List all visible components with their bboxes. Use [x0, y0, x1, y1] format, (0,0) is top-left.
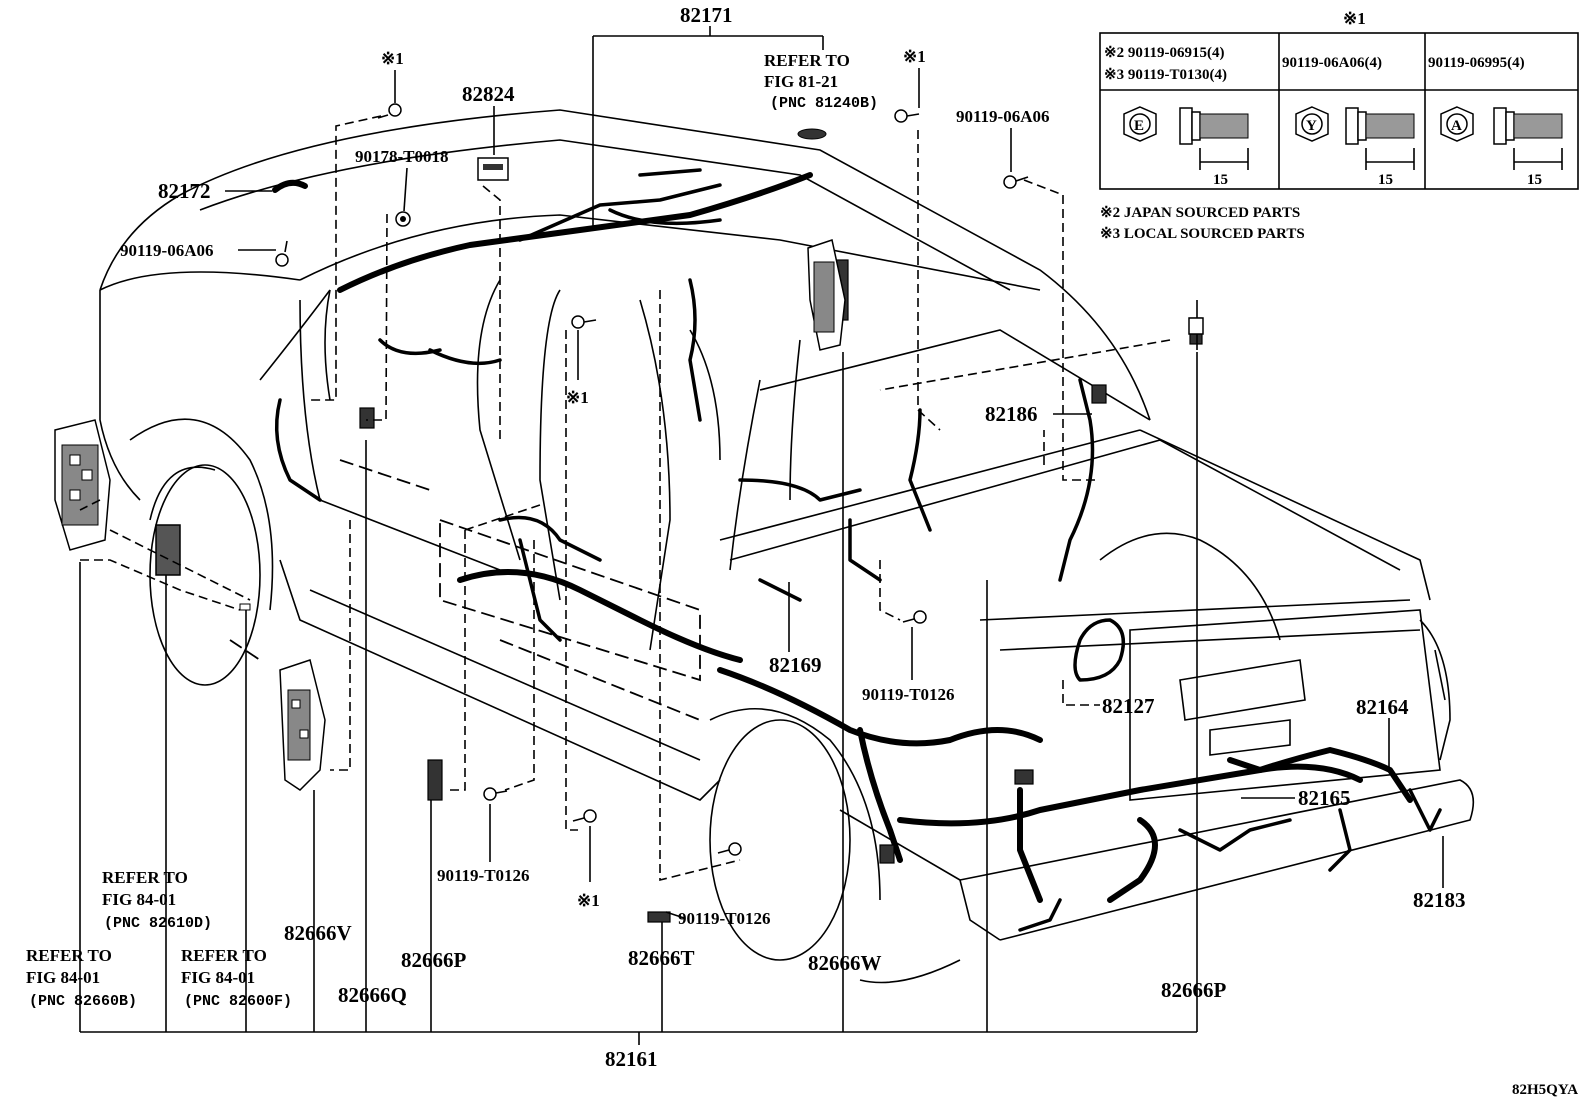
- svg-text:REFER TO: REFER TO: [26, 946, 112, 965]
- label-82186: 82186: [985, 402, 1038, 426]
- bolt-icon: [717, 842, 742, 856]
- svg-text:FIG 84-01: FIG 84-01: [181, 968, 255, 987]
- label-82172: 82172: [158, 179, 211, 203]
- table-col1-row1: ※2 90119-06915(4): [1104, 45, 1224, 61]
- diagram-code: 82H5QYA: [1512, 1082, 1578, 1098]
- label-82666p-left: 82666P: [401, 948, 467, 972]
- bolt-icon: [1003, 175, 1029, 189]
- wire-harnesses: [274, 168, 1442, 932]
- note-mark-1: ※1: [577, 891, 600, 910]
- svg-text:REFER TO: REFER TO: [764, 51, 850, 70]
- label-82169: 82169: [769, 653, 822, 677]
- bolt-icon: [377, 103, 402, 119]
- parts: [54, 103, 1204, 923]
- bolt-icon: [571, 315, 597, 329]
- label-82183: 82183: [1413, 888, 1466, 912]
- label-82666v: 82666V: [284, 921, 352, 945]
- label-82824: 82824: [462, 82, 515, 106]
- label-90119-06a06-left: 90119-06A06: [120, 241, 214, 260]
- refer-note-fig84-d: REFER TO FIG 84-01 (PNC 82610D): [102, 868, 212, 932]
- svg-text:15: 15: [1527, 172, 1542, 188]
- bracket-82666w: [807, 239, 846, 351]
- footnote-local: ※3 LOCAL SOURCED PARTS: [1100, 226, 1305, 242]
- svg-text:15: 15: [1378, 172, 1393, 188]
- label-82165: 82165: [1298, 786, 1351, 810]
- bolt-icon: [902, 610, 927, 624]
- label-90119-t0126-mid: 90119-T0126: [862, 685, 955, 704]
- label-82666w: 82666W: [808, 951, 882, 975]
- refer-note-fig84-b: REFER TO FIG 84-01 (PNC 82660B): [26, 946, 137, 1010]
- bolt-side-icon: 15: [1493, 107, 1563, 188]
- refer-note-fig81: REFER TO FIG 81-21 (PNC 81240B): [764, 51, 878, 112]
- label-82127: 82127: [1102, 694, 1155, 718]
- svg-text:15: 15: [1213, 172, 1228, 188]
- table-mark: ※1: [1343, 9, 1366, 28]
- bracket-82666v: [279, 659, 326, 791]
- bolt-icon: [275, 240, 289, 267]
- ecu-module: [155, 524, 181, 576]
- vehicle-body-outline: [99, 109, 1475, 984]
- label-90119-t0126-bottom: 90119-T0126: [678, 909, 771, 928]
- bolt-side-icon: 15: [1179, 107, 1249, 188]
- label-82161: 82161: [605, 1047, 658, 1071]
- note-mark-1: ※1: [903, 47, 926, 66]
- label-82666p-right: 82666P: [1161, 978, 1227, 1002]
- svg-text:REFER TO: REFER TO: [102, 868, 188, 887]
- bolt-head-e-icon: E: [1123, 106, 1157, 142]
- note-mark-1: ※1: [566, 388, 589, 407]
- refer-note-fig84-f: REFER TO FIG 84-01 (PNC 82600F): [181, 946, 292, 1010]
- callouts: 82171 82824 82172 90178-T0018 90119-06A0…: [26, 3, 1466, 1071]
- svg-text:FIG 84-01: FIG 84-01: [102, 890, 176, 909]
- footnote-japan: ※2 JAPAN SOURCED PARTS: [1100, 205, 1300, 221]
- junction-block: [54, 419, 111, 551]
- note-mark-1: ※1: [381, 49, 404, 68]
- label-82666q: 82666Q: [338, 983, 407, 1007]
- label-82666t: 82666T: [628, 946, 695, 970]
- label-90119-06a06-right: 90119-06A06: [956, 107, 1050, 126]
- bolt-icon: [572, 809, 597, 823]
- table-col1-row2: ※3 90119-T0130(4): [1104, 67, 1227, 83]
- bolt-table: ※1 ※2 90119-06915(4) ※3 90119-T0130(4) 9…: [1099, 9, 1579, 242]
- svg-text:FIG 81-21: FIG 81-21: [764, 72, 838, 91]
- label-82171: 82171: [680, 3, 733, 27]
- svg-text:(PNC 81240B): (PNC 81240B): [770, 95, 878, 112]
- bolt-icon: [894, 109, 920, 123]
- svg-text:E: E: [1134, 118, 1144, 134]
- table-col3: 90119-06995(4): [1428, 55, 1525, 71]
- leader-lines: [79, 26, 1444, 1045]
- label-90119-t0126-left: 90119-T0126: [437, 866, 530, 885]
- svg-text:A: A: [1451, 118, 1462, 134]
- svg-text:(PNC 82610D): (PNC 82610D): [104, 915, 212, 932]
- svg-text:REFER TO: REFER TO: [181, 946, 267, 965]
- svg-text:FIG 84-01: FIG 84-01: [26, 968, 100, 987]
- bolt-side-icon: 15: [1345, 107, 1415, 188]
- svg-text:Y: Y: [1306, 118, 1317, 134]
- bolt-icon: [483, 787, 508, 801]
- label-82164: 82164: [1356, 695, 1409, 719]
- table-col2: 90119-06A06(4): [1282, 55, 1382, 71]
- bolt-head-y-icon: Y: [1295, 106, 1329, 142]
- svg-text:(PNC 82600F): (PNC 82600F): [184, 993, 292, 1010]
- bolt-head-a-icon: A: [1440, 106, 1474, 142]
- svg-text:(PNC 82660B): (PNC 82660B): [29, 993, 137, 1010]
- label-90178-t0018: 90178-T0018: [355, 147, 449, 166]
